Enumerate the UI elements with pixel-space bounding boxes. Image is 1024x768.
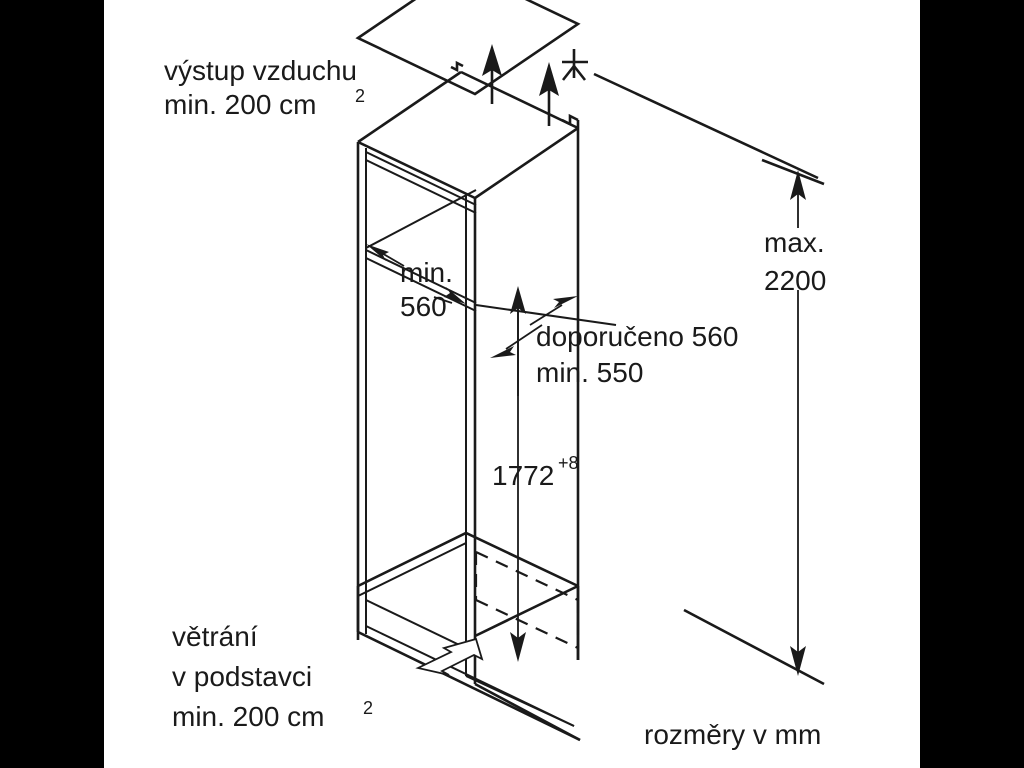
top-panel-outer-face [355, 0, 581, 96]
technical-drawing: min. 560 doporučeno 560 min. 550 [164, 0, 826, 750]
annotation-plinth-ventilation: větrání v podstavci min. 200 cm 2 [172, 621, 373, 732]
dim-total-lower-projection [683, 608, 825, 686]
air-outlet-line2: min. 200 cm [164, 89, 317, 120]
base-floor-back-edges [357, 531, 579, 588]
plinth-front-top-rail [357, 630, 581, 742]
letterbox-left [0, 0, 104, 768]
top-right-notch [561, 113, 579, 127]
crows-foot-left-leg [561, 65, 576, 81]
plinth-right-diagonal [474, 682, 581, 742]
plinth-vent-line3-superscript: 2 [363, 698, 373, 718]
crows-foot-leader [561, 49, 819, 180]
dim-depth-label-line1: doporučeno 560 [536, 321, 738, 352]
upper-compartment-diagonal [365, 189, 477, 249]
dim-niche-height: 1772 +8 [492, 300, 579, 662]
dim-niche-width: min. 560 [366, 244, 466, 322]
crows-foot-leader-line [593, 72, 819, 180]
units-caption: rozměry v mm [644, 719, 821, 750]
dim-total-label-line1: max. [764, 227, 825, 258]
base-floor-rear-edge [357, 542, 467, 597]
dim-height-tolerance: +8 [558, 453, 579, 473]
crows-foot-right-leg [572, 65, 587, 81]
top-back-left-edge [357, 70, 462, 144]
dim-width-left-arrowhead [366, 244, 389, 261]
letterbox-right [920, 0, 1024, 768]
top-left-notch [450, 60, 464, 73]
annotation-units-caption: rozměry v mm [644, 719, 821, 750]
dim-depth-right-arrowhead [553, 296, 578, 308]
top-front-right-edge [474, 126, 579, 200]
dim-niche-depth: doporučeno 560 min. 550 [490, 286, 738, 396]
air-outlet-line2-superscript: 2 [355, 86, 365, 106]
dim-depth-left-leader [505, 324, 543, 350]
dim-depth-label-line2: min. 550 [536, 357, 643, 388]
divider-board-bottom-edge [365, 257, 477, 312]
outlined-airflow-arrow-icon [415, 637, 484, 676]
dim-height-value: 1772 [492, 460, 554, 491]
upper-shelf-bottom-edge [365, 159, 477, 214]
upper-shelf-top-edge [365, 151, 477, 206]
dim-width-label-line2: 560 [400, 291, 447, 322]
up-arrow-1-head [482, 44, 502, 76]
plinth-vent-line3: min. 200 cm [172, 701, 325, 732]
air-outlet-arrows [482, 44, 559, 126]
up-arrow-2-head [539, 62, 559, 96]
cabinet-top-panel [355, 0, 581, 96]
dim-depth-right-leader [529, 304, 563, 326]
dim-total-label-line2: 2200 [764, 265, 826, 296]
top-back-right-edge [460, 70, 579, 130]
drawing-canvas: min. 560 doporučeno 560 min. 550 [104, 0, 920, 768]
plinth-vent-line1: větrání [172, 621, 258, 652]
dim-total-down-arrowhead [790, 646, 806, 676]
annotation-air-outlet: výstup vzduchu min. 200 cm 2 [164, 55, 365, 120]
dim-height-down-arrowhead [510, 632, 526, 662]
dim-depth-left-arrowhead [490, 346, 516, 358]
air-outlet-line1: výstup vzduchu [164, 55, 357, 86]
plinth-right-inner-diagonal [465, 675, 575, 727]
dim-width-right-line [433, 296, 453, 304]
base-right-top-slant [474, 584, 579, 638]
base-hidden-line-4 [475, 599, 579, 649]
dim-width-label-line1: min. [400, 257, 453, 288]
top-front-left-edge [357, 140, 476, 200]
dim-total-upper-projection [761, 158, 825, 186]
base-hidden-line-1 [475, 551, 579, 601]
dim-total-up-arrowhead [790, 170, 806, 200]
plinth-vent-line2: v podstavci [172, 661, 312, 692]
dim-width-right-arrowhead [444, 287, 466, 304]
dim-total-height: max. 2200 [683, 158, 826, 686]
